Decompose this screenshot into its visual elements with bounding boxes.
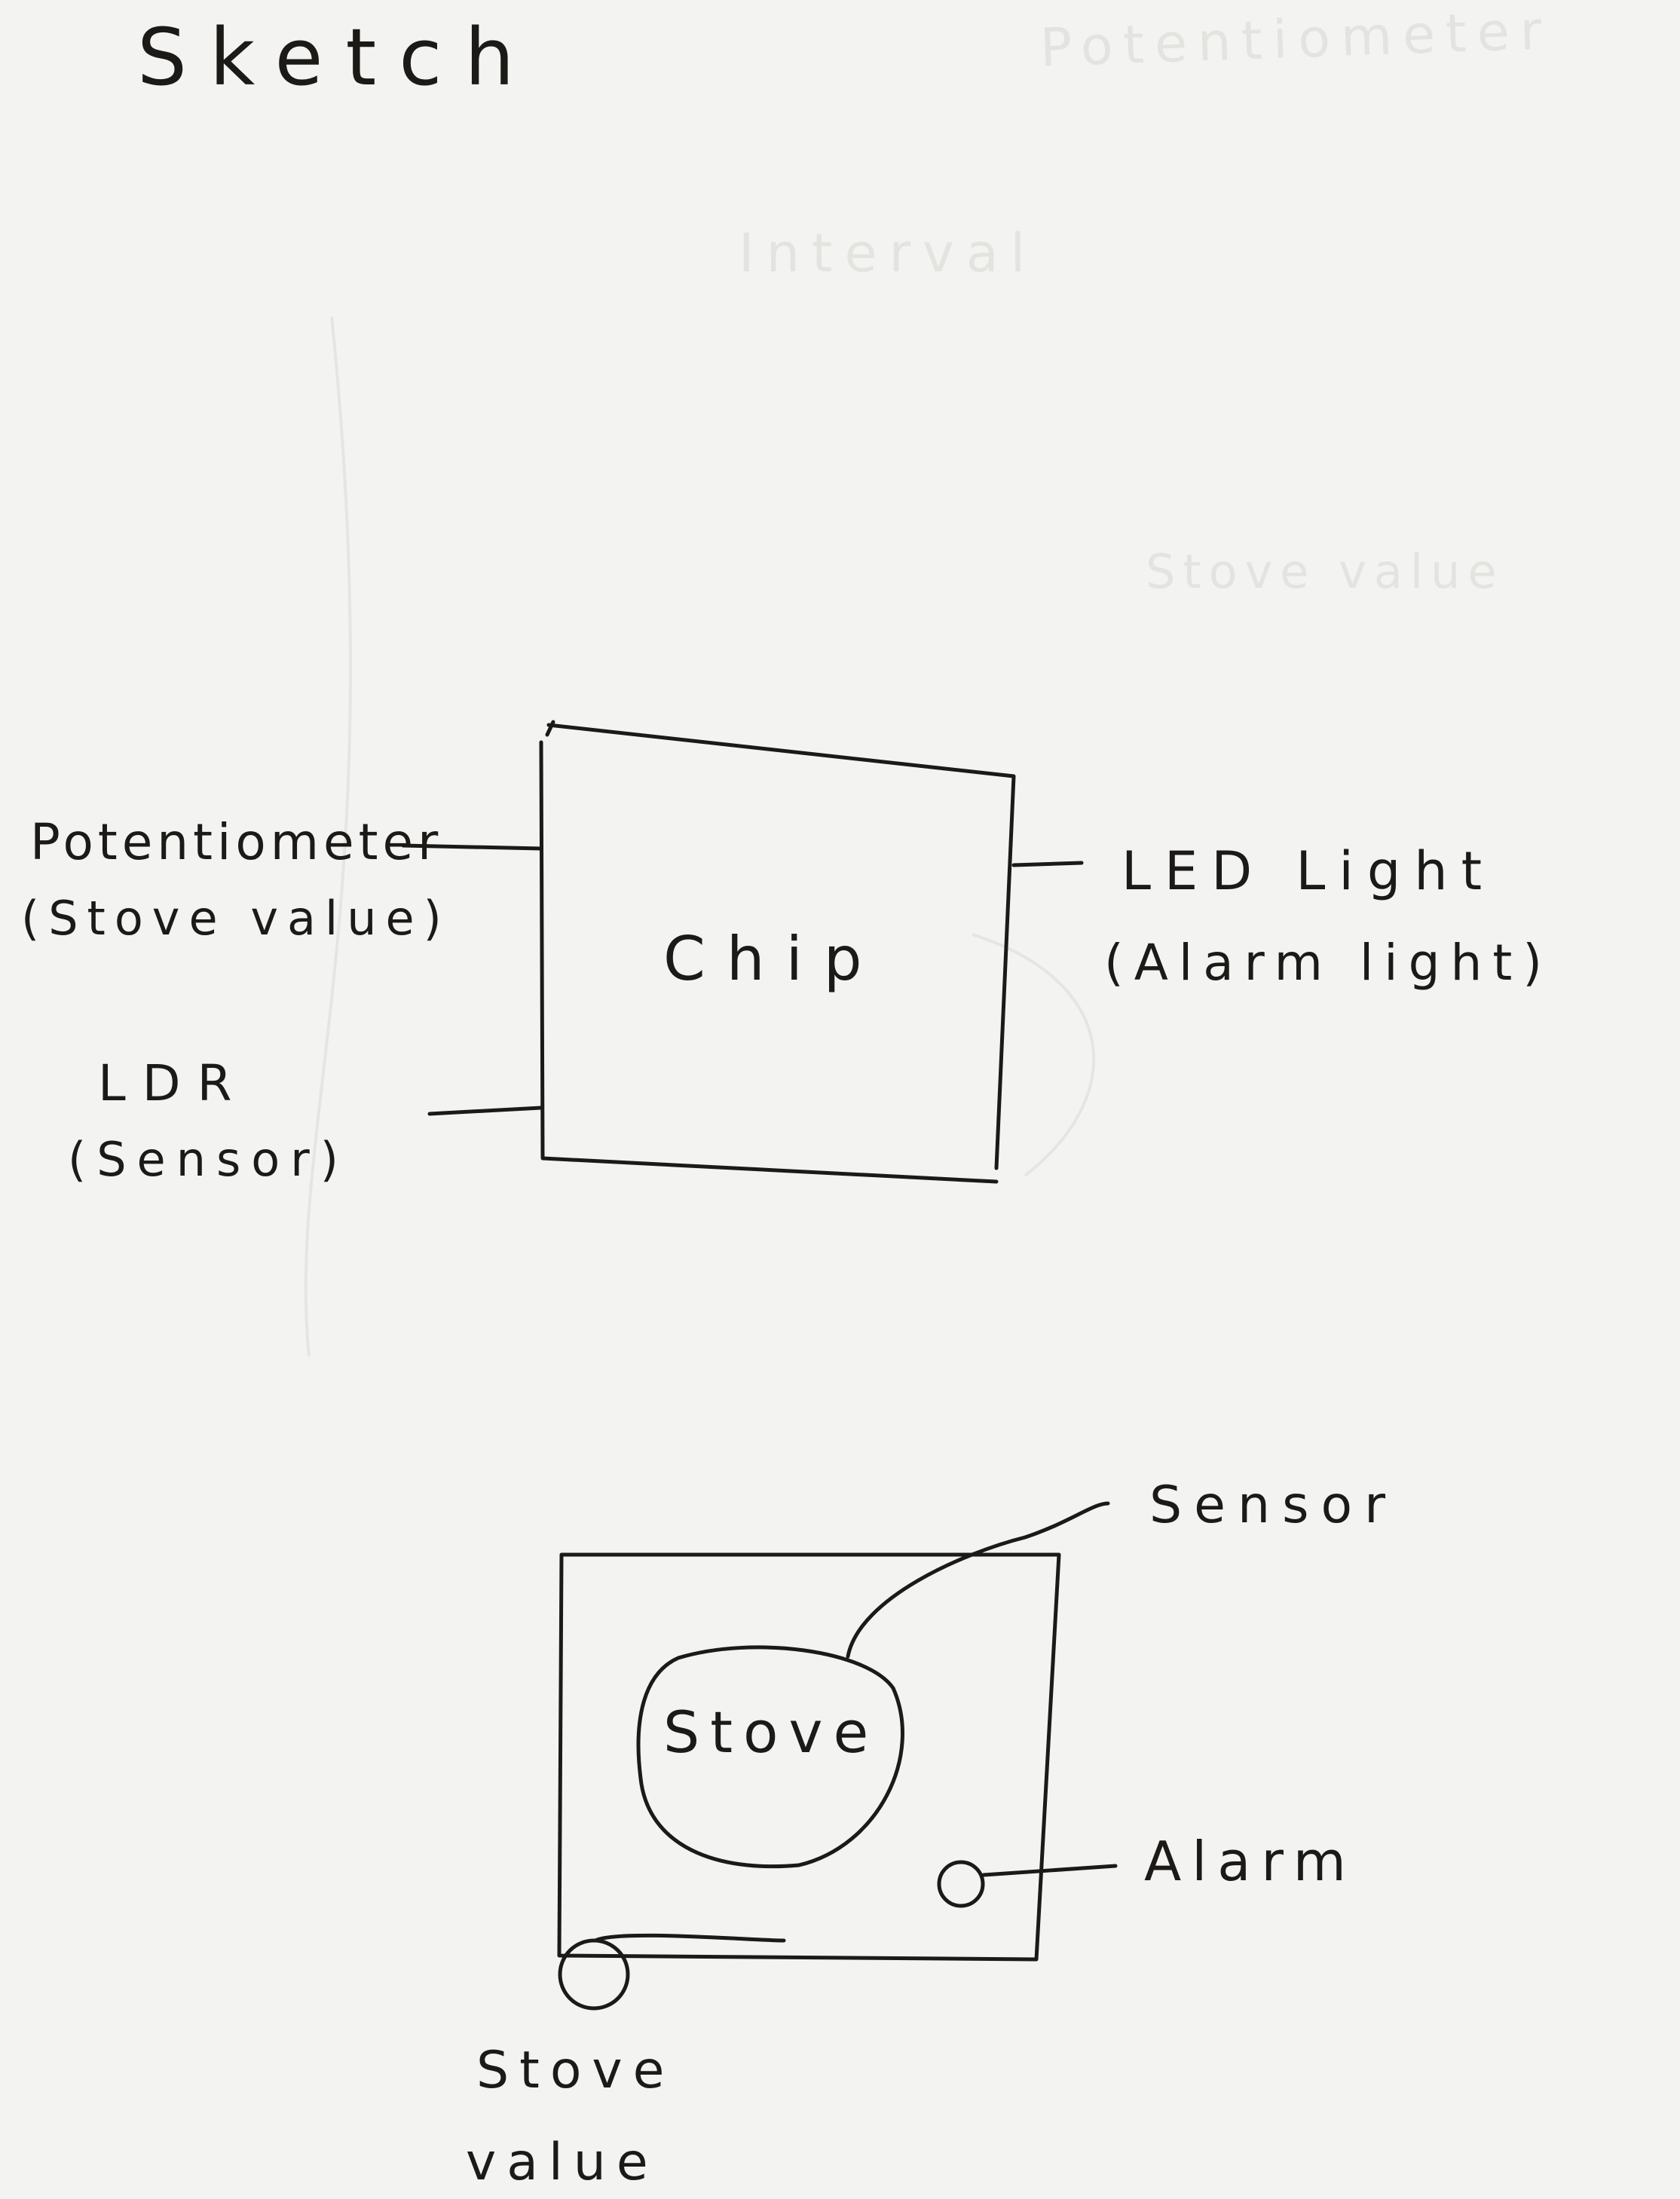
stove-knob-label: Stove: [476, 2041, 675, 2100]
potentiometer-wire: [401, 843, 543, 851]
ldr-label: LDR: [98, 1054, 248, 1112]
led-label: LED Light: [1122, 840, 1495, 902]
chip-box: [539, 723, 1016, 1184]
alarm-label: Alarm: [1144, 1830, 1357, 1893]
stove-knob: [558, 1938, 630, 2011]
potentiometer-label: Potentiometer: [30, 813, 442, 871]
knob-pointer: [593, 1933, 786, 1943]
stove-burner: [636, 1645, 904, 1869]
page-title: Sketch: [137, 11, 537, 103]
chip-diagram: Chip Potentiometer (Stove value) LDR (Se…: [21, 720, 1553, 1187]
stove-diagram: Stove Sensor Alarm Stove value: [466, 1476, 1397, 2192]
sensor-pointer: [846, 1501, 1110, 1659]
chip-box-tick: [545, 720, 555, 737]
led-wire: [1011, 861, 1084, 867]
potentiometer-detail: (Stove value): [21, 891, 451, 946]
alarm-indicator: [937, 1860, 985, 1908]
bleed-through-text: Stove value: [1146, 544, 1504, 599]
alarm-pointer: [981, 1864, 1118, 1877]
chip-label: Chip: [663, 924, 883, 994]
stove-outline: [557, 1552, 1061, 1962]
stove-knob-label: value: [466, 2133, 659, 2192]
ldr-detail: (Sensor): [68, 1132, 349, 1187]
sensor-label: Sensor: [1149, 1476, 1397, 1535]
stove-burner-label: Stove: [663, 1699, 879, 1766]
bleed-through-text: Potentiometer: [1039, 0, 1553, 79]
bleed-through-layer: Potentiometer Stove value Interval: [304, 0, 1553, 1357]
ldr-wire: [427, 1106, 543, 1116]
bleed-through-text: Interval: [739, 222, 1037, 284]
led-detail: (Alarm light): [1104, 934, 1553, 992]
